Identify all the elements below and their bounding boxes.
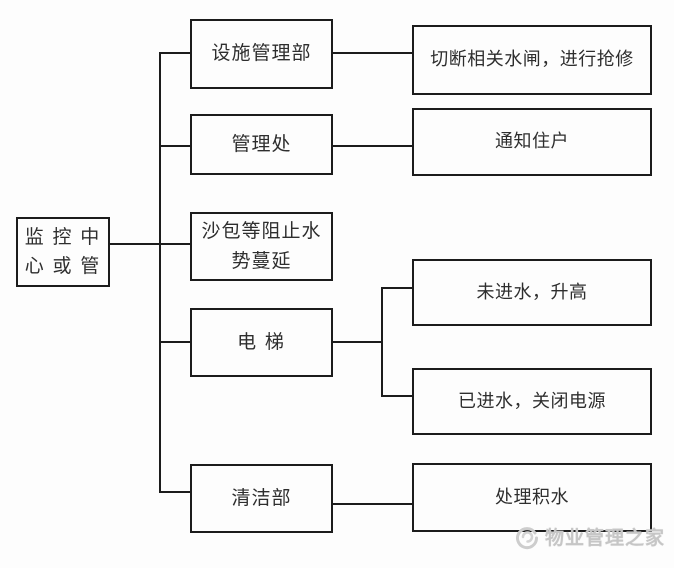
node-elevator: 电 梯 [190, 308, 333, 377]
node-sandbags: 沙包等阻止水 势蔓延 [190, 212, 333, 281]
elevator-branch-vertical [381, 287, 383, 397]
node-flooded: 已进水，关闭电源 [412, 368, 652, 435]
connector-root-to-trunk [110, 243, 190, 245]
watermark-swirl-icon [514, 524, 540, 550]
trunk-vertical-line [159, 52, 161, 493]
connector-row1-left [159, 52, 190, 54]
connector-row4-left [159, 341, 190, 343]
node-shut-valves: 切断相关水闸，进行抢修 [412, 25, 652, 95]
watermark-text: 物业管理之家 [545, 528, 666, 549]
node-cleaning-dept: 清洁部 [190, 464, 333, 533]
connector-row5-left [159, 491, 190, 493]
node-drain-water: 处理积水 [412, 463, 652, 532]
node-monitoring-center: 监 控 中 心 或 管 [16, 217, 110, 287]
connector-row1-right [333, 52, 412, 54]
connector-branch-top [381, 287, 412, 289]
connector-row2-left [159, 145, 190, 147]
connector-row5-right [333, 503, 413, 505]
connector-row2-right [333, 145, 412, 147]
connector-row4-right [333, 341, 383, 343]
node-not-flooded: 未进水，升高 [412, 259, 652, 326]
node-notify-residents: 通知住户 [412, 108, 652, 176]
node-facilities-dept: 设施管理部 [190, 19, 333, 89]
connector-branch-bottom [381, 395, 412, 397]
watermark: 物业管理之家 [514, 523, 665, 550]
node-management-office: 管理处 [190, 114, 333, 175]
